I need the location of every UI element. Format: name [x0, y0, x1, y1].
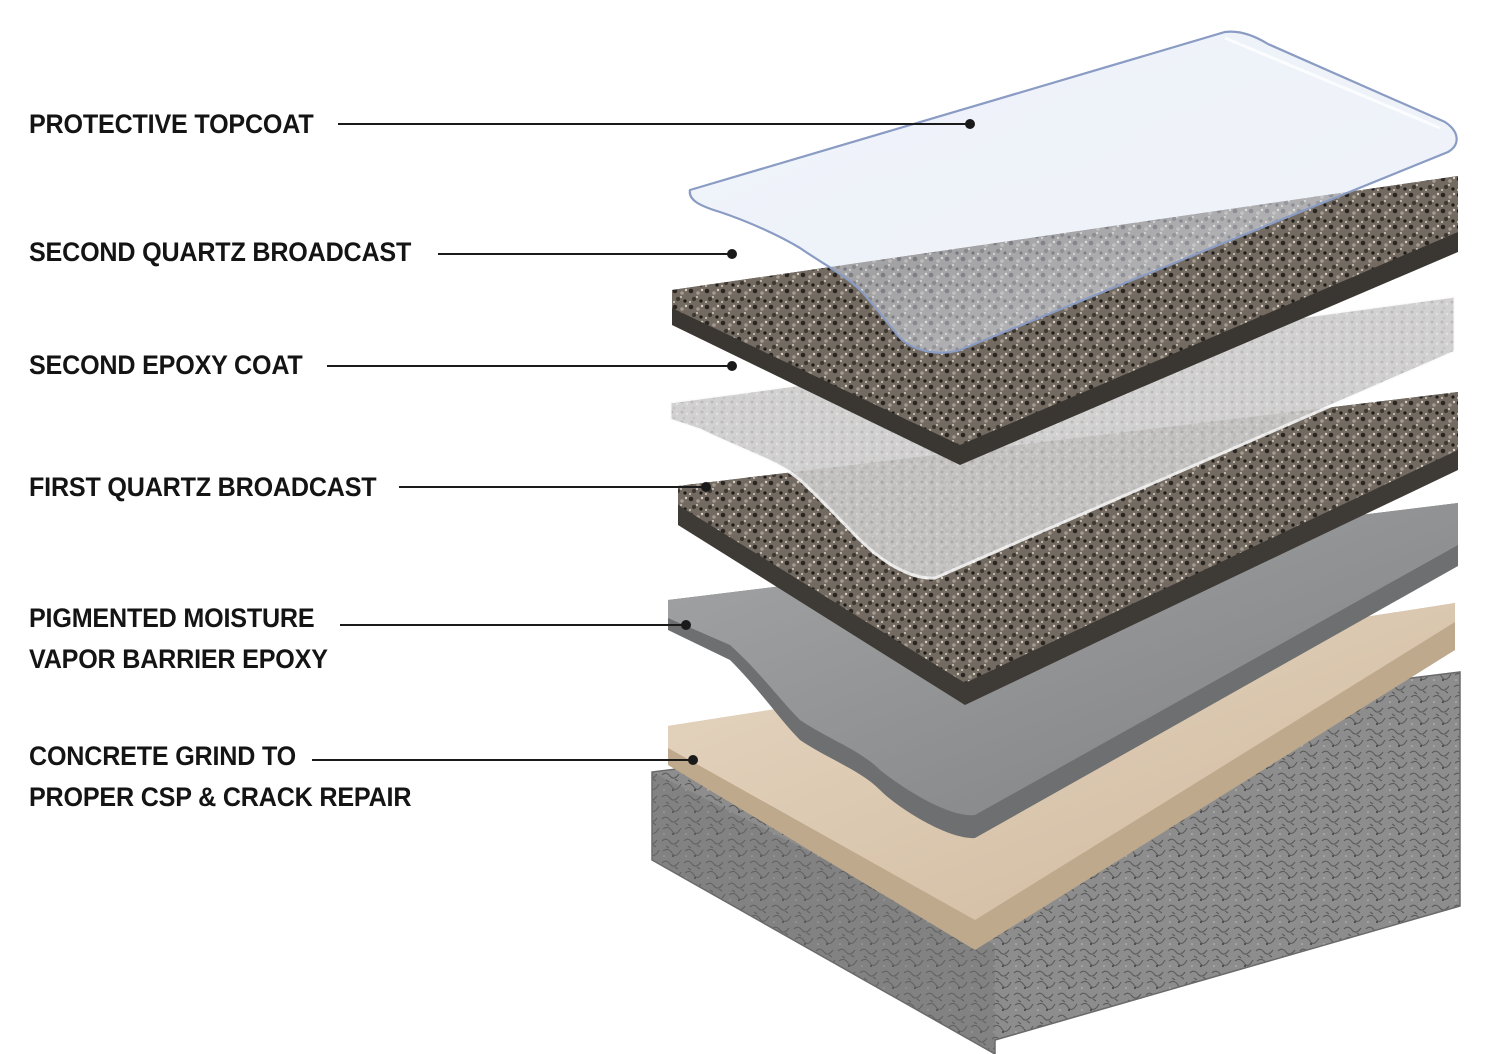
label-line: SECOND QUARTZ BROADCAST: [29, 232, 411, 273]
leader-dot-concrete: [688, 755, 698, 765]
label-concrete-grind: CONCRETE GRIND TO PROPER CSP & CRACK REP…: [29, 736, 411, 818]
leader-dot-barrier: [681, 620, 691, 630]
leader-dot-topcoat: [965, 119, 975, 129]
leader-dot-quartz1: [701, 482, 711, 492]
label-line: SECOND EPOXY COAT: [29, 345, 303, 386]
label-line: CONCRETE GRIND TO: [29, 736, 411, 777]
label-line: FIRST QUARTZ BROADCAST: [29, 467, 376, 508]
leader-dot-quartz2: [727, 249, 737, 259]
label-moisture-vapor-barrier: PIGMENTED MOISTURE VAPOR BARRIER EPOXY: [29, 598, 328, 680]
label-line: PROTECTIVE TOPCOAT: [29, 104, 314, 145]
label-protective-topcoat: PROTECTIVE TOPCOAT: [29, 104, 314, 145]
label-second-quartz-broadcast: SECOND QUARTZ BROADCAST: [29, 232, 411, 273]
label-line: PIGMENTED MOISTURE: [29, 598, 328, 639]
label-first-quartz-broadcast: FIRST QUARTZ BROADCAST: [29, 467, 376, 508]
label-second-epoxy-coat: SECOND EPOXY COAT: [29, 345, 303, 386]
label-line: PROPER CSP & CRACK REPAIR: [29, 777, 411, 818]
leader-dot-epoxy2: [727, 361, 737, 371]
label-line: VAPOR BARRIER EPOXY: [29, 639, 328, 680]
